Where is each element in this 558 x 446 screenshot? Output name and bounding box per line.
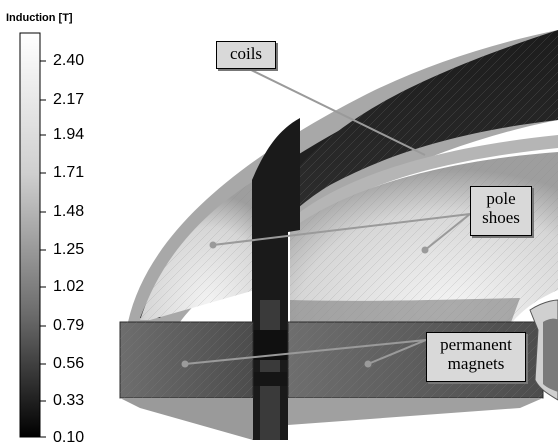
tick-label: 2.17: [53, 91, 85, 108]
tick-label: 1.02: [53, 278, 85, 295]
coil-rim: [290, 135, 558, 228]
magnet-left-base: [120, 398, 253, 440]
permanent-magnets-label-line1: permanent: [440, 335, 512, 354]
magnet-right-base: [288, 398, 543, 425]
magnets-leader-1: [184, 339, 427, 365]
tick-label: 1.71: [53, 164, 85, 181]
tick-label: 0.79: [53, 317, 85, 334]
colorbar: [19, 32, 46, 438]
tick-label: 1.48: [53, 203, 85, 220]
colorbar-ticks: [40, 60, 46, 438]
pole-shoes-label-line2: shoes: [482, 208, 520, 227]
tick-label: 1.94: [53, 126, 85, 143]
magnets-leader-2: [367, 339, 427, 365]
coils-label: coils: [229, 44, 263, 63]
coils-leader: [246, 67, 426, 156]
permanent-magnets-label-line2: magnets: [447, 354, 505, 373]
legend-title: Induction [T]: [6, 12, 73, 24]
coils-callout: coils: [216, 41, 276, 69]
leader-dots: [181, 241, 429, 368]
machine-model: [119, 30, 558, 440]
pole-shoes-callout: pole shoes: [470, 186, 532, 236]
pole-shoes-leader-1: [212, 213, 471, 246]
tick-label: 0.56: [53, 355, 85, 372]
leader-lines: [184, 67, 471, 365]
tick-label: 1.25: [53, 241, 85, 258]
permanent-magnets-callout: permanent magnets: [426, 332, 526, 382]
tick-label: 2.40: [53, 52, 85, 69]
pole-shoes-leader-2: [424, 213, 471, 251]
tick-label: 0.33: [53, 392, 85, 409]
tick-label: 0.10: [53, 429, 85, 446]
pole-shoes-label-line1: pole: [486, 189, 516, 208]
coil-column-inner: [260, 300, 280, 440]
